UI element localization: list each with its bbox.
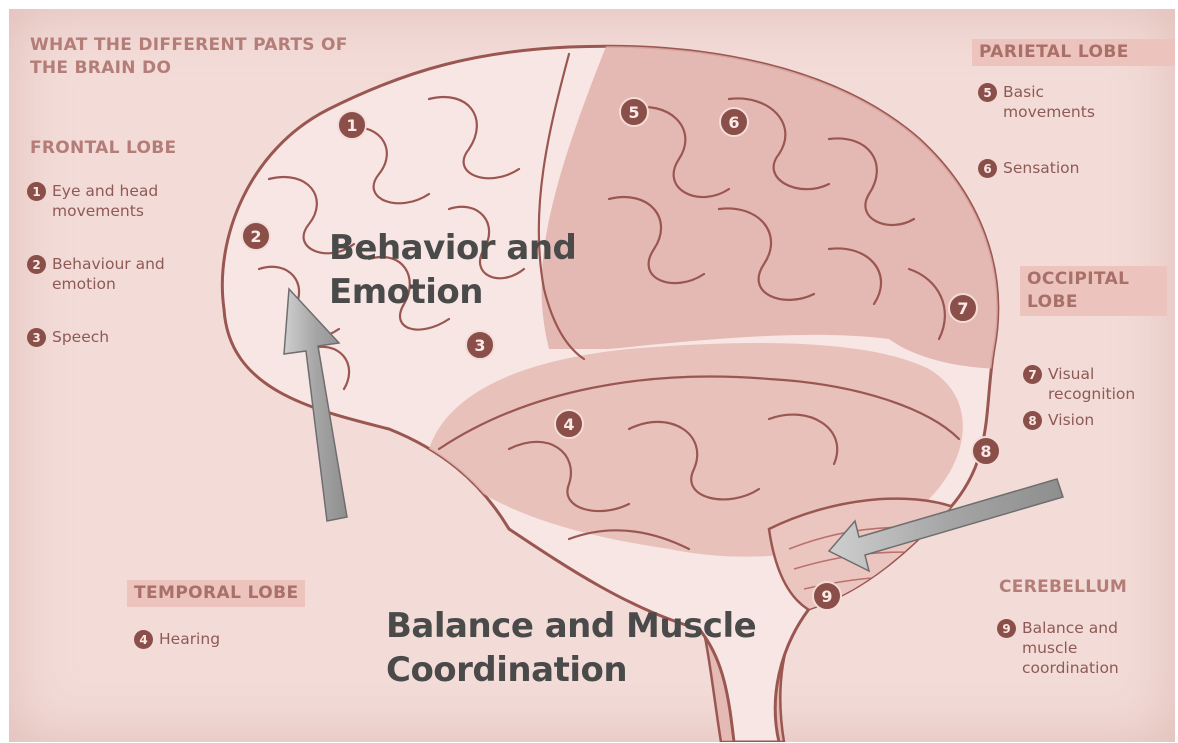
number-badge: 1 — [27, 182, 46, 201]
list-item-basic-movements: 5 Basic movements — [978, 82, 1123, 122]
overlay-label-balance: Balance and Muscle Coordination — [386, 604, 806, 692]
item-label: Behaviour and emotion — [52, 254, 197, 294]
list-item-sensation: 6 Sensation — [978, 158, 1128, 178]
number-badge: 5 — [978, 83, 997, 102]
diagram-title: WHAT THE DIFFERENT PARTS OF THE BRAIN DO — [30, 34, 390, 80]
item-label: Speech — [52, 327, 109, 347]
brain-marker-8: 8 — [971, 436, 1001, 466]
brain-marker-5: 5 — [619, 97, 649, 127]
brain-marker-3: 3 — [465, 330, 495, 360]
list-item-visual-recognition: 7 Visual recognition — [1023, 364, 1173, 404]
number-badge: 8 — [1023, 411, 1042, 430]
item-label: Basic movements — [1003, 82, 1123, 122]
brain-diagram: WHAT THE DIFFERENT PARTS OF THE BRAIN DO… — [9, 9, 1175, 742]
brain-marker-6: 6 — [719, 107, 749, 137]
number-badge: 2 — [27, 255, 46, 274]
number-badge: 9 — [997, 619, 1016, 638]
number-badge: 4 — [134, 630, 153, 649]
brain-marker-7: 7 — [948, 293, 978, 323]
parietal-shading — [542, 39, 1010, 369]
brain-marker-9: 9 — [812, 581, 842, 611]
parietal-lobe-heading: PARIETAL LOBE — [972, 39, 1175, 66]
overlay-label-behavior: Behavior and Emotion — [329, 226, 629, 314]
item-label: Eye and head movements — [52, 181, 197, 221]
temporal-lobe-heading: TEMPORAL LOBE — [127, 580, 305, 607]
item-label: Hearing — [159, 629, 220, 649]
item-label: Balance and muscle coordination — [1022, 618, 1167, 678]
list-item-eye-head: 1 Eye and head movements — [27, 181, 197, 221]
item-label: Vision — [1048, 410, 1094, 430]
item-label: Sensation — [1003, 158, 1079, 178]
list-item-balance: 9 Balance and muscle coordination — [997, 618, 1167, 678]
list-item-hearing: 4 Hearing — [134, 629, 294, 649]
cerebellum-heading: CEREBELLUM — [999, 576, 1127, 599]
occipital-lobe-heading: OCCIPITAL LOBE — [1020, 266, 1167, 316]
brain-marker-4: 4 — [554, 409, 584, 439]
brain-marker-1: 1 — [337, 110, 367, 140]
number-badge: 3 — [27, 328, 46, 347]
number-badge: 6 — [978, 159, 997, 178]
list-item-behaviour: 2 Behaviour and emotion — [27, 254, 197, 294]
brain-marker-2: 2 — [241, 221, 271, 251]
list-item-speech: 3 Speech — [27, 327, 197, 347]
frontal-lobe-heading: FRONTAL LOBE — [30, 137, 176, 160]
number-badge: 7 — [1023, 365, 1042, 384]
list-item-vision: 8 Vision — [1023, 410, 1163, 430]
item-label: Visual recognition — [1048, 364, 1173, 404]
